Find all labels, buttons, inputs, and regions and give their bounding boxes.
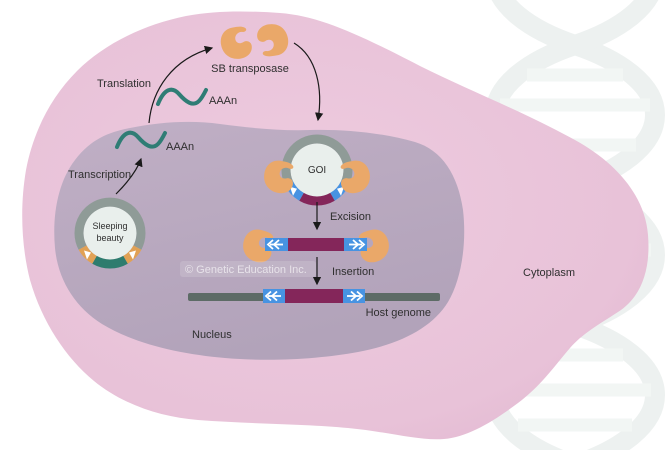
ir-arrow-icon bbox=[129, 250, 136, 260]
transcription-label: Transcription bbox=[68, 169, 131, 181]
mrna-polya-label-nucleus: AAAn bbox=[166, 141, 194, 153]
excised-transposon bbox=[239, 226, 393, 266]
goi-label: GOI bbox=[308, 165, 326, 176]
chevron-left-icon bbox=[272, 239, 280, 250]
chevron-left-icon bbox=[266, 239, 274, 250]
transposase-to-plasmid-arrow bbox=[293, 42, 324, 122]
transcription-arrow bbox=[115, 157, 143, 195]
chevron-left-icon bbox=[270, 290, 278, 302]
plasmid-transposase-gene-arc bbox=[92, 255, 128, 269]
translation-arrow bbox=[148, 45, 214, 124]
translation-label: Translation bbox=[97, 78, 151, 90]
sleeping-beauty-plasmid: Sleeping beauty bbox=[74, 197, 146, 269]
host-genome: Host genome bbox=[188, 289, 440, 319]
ir-arrow-icon bbox=[84, 250, 91, 260]
transposon-cargo-segment bbox=[285, 289, 343, 303]
chevron-right-icon bbox=[358, 239, 366, 250]
cytoplasm-label: Cytoplasm bbox=[523, 267, 575, 279]
sb-transposase-label: SB transposase bbox=[211, 63, 289, 75]
goi-plasmid: GOI bbox=[261, 134, 373, 206]
sleeping-beauty-label-line2: beauty bbox=[96, 233, 124, 243]
excision-label: Excision bbox=[330, 211, 371, 223]
plasmid-interior bbox=[290, 143, 344, 197]
plasmid-cargo-arc bbox=[299, 192, 335, 206]
nucleus-label: Nucleus bbox=[192, 329, 232, 341]
insertion-label: Insertion bbox=[332, 266, 374, 278]
chevron-right-icon bbox=[350, 290, 358, 302]
chevron-right-icon bbox=[356, 290, 364, 302]
mrna-squiggle-nucleus bbox=[115, 130, 167, 149]
ir-direction-arrows bbox=[264, 290, 364, 302]
plasmid-backbone-arc bbox=[74, 197, 146, 250]
watermark: © Genetic Education Inc. bbox=[180, 261, 316, 277]
chevron-right-icon bbox=[352, 239, 360, 250]
mrna-squiggle-cytoplasm bbox=[156, 87, 208, 106]
sleeping-beauty-label-line1: Sleeping bbox=[92, 221, 127, 231]
watermark-text: © Genetic Education Inc. bbox=[185, 264, 307, 276]
watermark-backing bbox=[180, 261, 316, 277]
ir-arrow-icon bbox=[337, 186, 344, 196]
mrna-polya-label-cytoplasm: AAAn bbox=[209, 95, 237, 107]
host-genome-label: Host genome bbox=[366, 307, 431, 319]
plasmid-interior bbox=[83, 206, 137, 260]
chevron-left-icon bbox=[264, 290, 272, 302]
ir-direction-arrows bbox=[266, 239, 366, 250]
transposon-cargo-segment bbox=[288, 238, 344, 251]
ir-arrow-icon bbox=[290, 186, 297, 196]
